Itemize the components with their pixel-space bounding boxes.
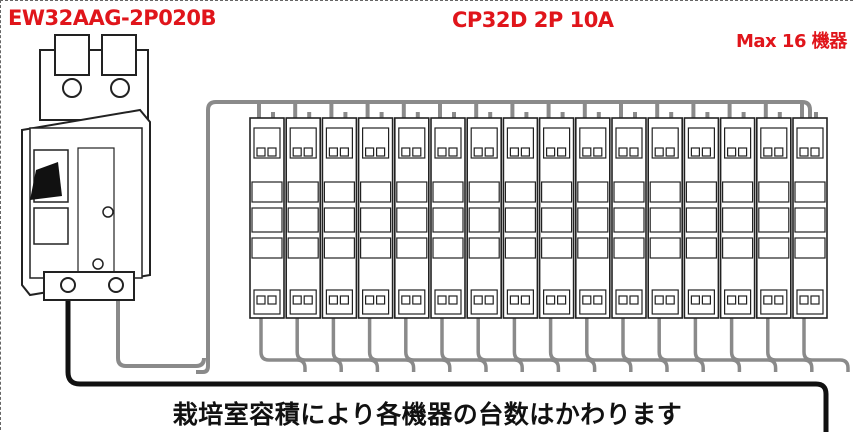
- branch-breaker: [285, 117, 322, 319]
- bottom-load-wires: [259, 318, 850, 372]
- branch-breaker: [502, 117, 539, 319]
- branch-breaker: [393, 117, 430, 319]
- branch-breaker: [574, 117, 611, 319]
- caption-text: 栽培室容積により各機器の台数はかわります: [172, 400, 683, 429]
- branch-breaker: [792, 117, 828, 319]
- branch-breaker: [466, 117, 503, 319]
- branch-breaker: [321, 117, 358, 319]
- gray-main-wire: [116, 290, 206, 368]
- black-main-wire: [65, 290, 829, 432]
- branch-breaker: [611, 117, 647, 319]
- branch-breaker: [647, 117, 684, 319]
- branch-breaker: [538, 117, 575, 319]
- branch-breaker: [719, 117, 756, 319]
- branch-breaker: [755, 117, 792, 319]
- main-breaker: [21, 34, 151, 301]
- main-breaker-model-label: EW32AAG-2P020B: [8, 6, 217, 30]
- branch-breaker-row: [249, 117, 828, 319]
- branch-breaker: [683, 117, 720, 319]
- branch-breaker: [430, 117, 466, 319]
- branch-breaker: [357, 117, 394, 319]
- max-count-label: Max 16 機器: [736, 31, 847, 52]
- branch-breaker: [249, 117, 285, 319]
- branch-breaker-model-label: CP32D 2P 10A: [452, 8, 614, 32]
